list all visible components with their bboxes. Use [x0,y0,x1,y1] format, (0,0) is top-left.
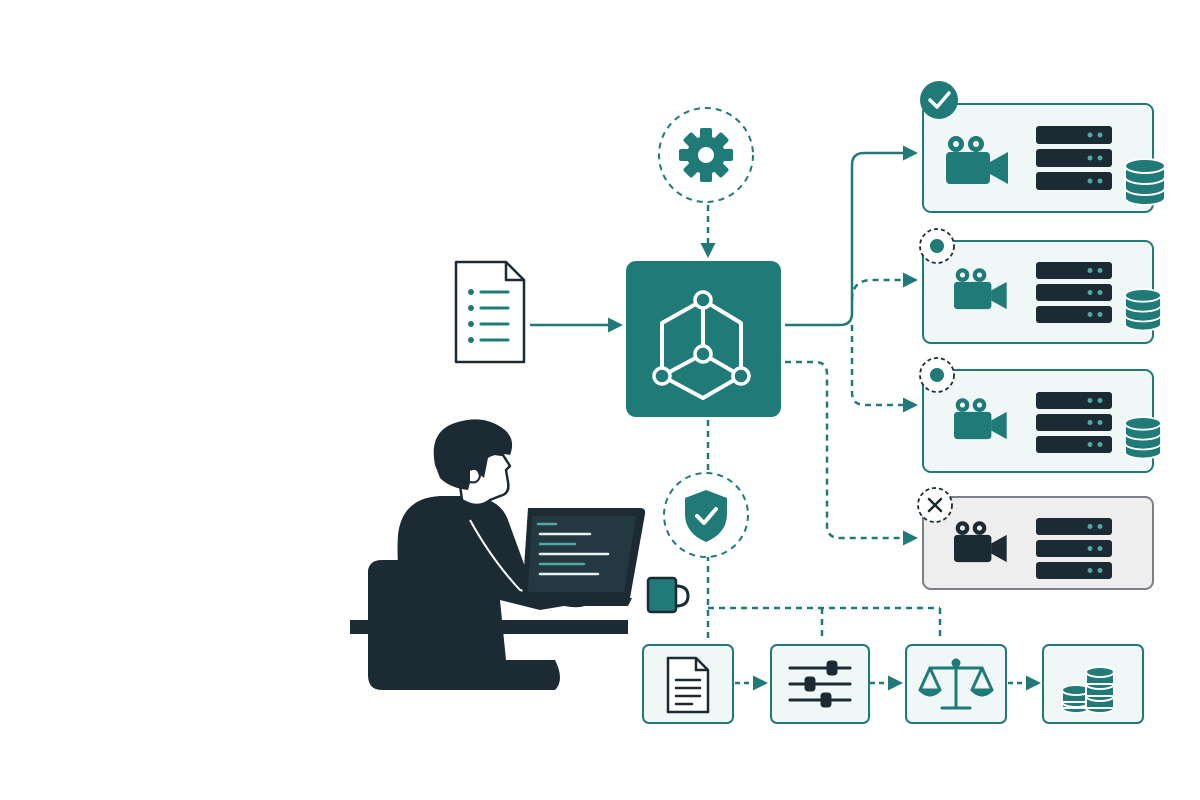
connectors [530,145,1041,691]
connector-pipeline-bus [708,606,942,638]
check-circle-icon [920,81,958,119]
connector-hub-to-target-2 [850,272,918,301]
coin-stack-icon [1061,666,1115,714]
video-camera-icon [954,398,1007,440]
database-icon [1124,288,1162,332]
hub-node [626,261,781,417]
gear-icon [679,128,733,182]
server-rack-icon [1036,392,1112,453]
server-rack-icon [1036,126,1112,190]
pipeline-step-4[interactable] [1042,644,1144,724]
config-node [658,107,754,203]
target-card-4[interactable] [922,496,1154,590]
database-icon [1124,416,1162,460]
pipeline-step-1[interactable] [642,644,734,724]
server-rack-icon [1036,262,1112,323]
connector-hub-to-target-1 [785,145,918,327]
target-card-2[interactable] [922,240,1162,344]
x-circle-icon [917,487,953,523]
database-icon [1124,158,1166,206]
pipeline-step-2[interactable] [770,644,870,724]
coffee-mug-icon [646,576,690,614]
laptop [522,508,646,606]
pipeline-step-3[interactable] [905,644,1007,724]
security-node [663,472,749,558]
sliders-icon [788,660,852,708]
person-at-laptop-illustration [350,419,690,690]
document-list-icon [454,260,526,364]
document-icon [666,656,710,714]
target-card-3[interactable] [922,369,1162,473]
dot-circle-icon [919,357,955,393]
server-rack-icon [1036,518,1112,579]
balance-scale-icon [918,658,994,710]
video-camera-icon [954,521,1007,563]
target-card-1[interactable] [922,103,1166,213]
video-camera-icon [954,268,1007,310]
connector-hub-to-target-3 [850,325,918,413]
connector-hub-to-target-4 [785,360,918,546]
person-hair [433,419,513,490]
network-cube-icon [652,290,751,400]
person-torso [397,496,570,690]
shield-check-icon [685,490,727,542]
video-camera-icon [946,136,1008,184]
dot-circle-icon [919,228,955,264]
